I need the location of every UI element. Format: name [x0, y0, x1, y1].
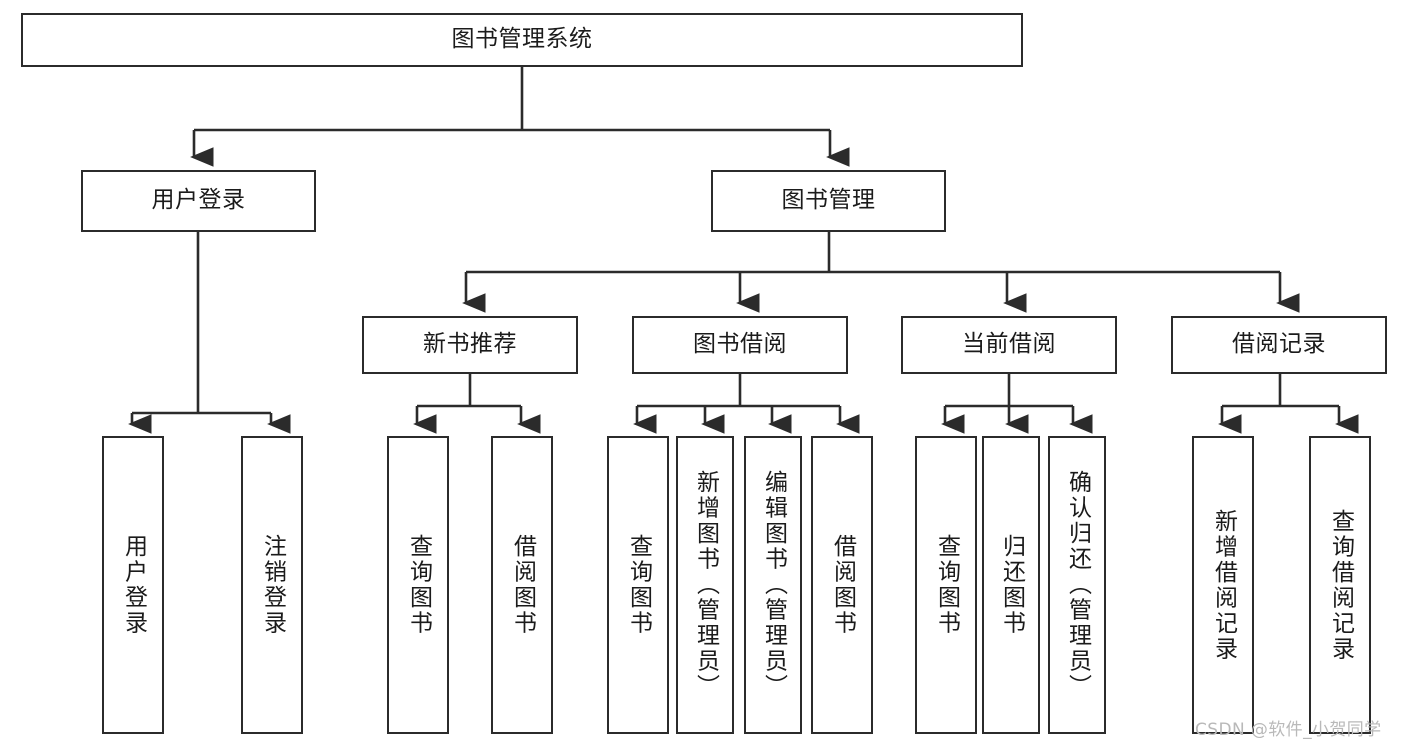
node-book-manage[interactable]: 图书管理 [711, 170, 946, 232]
leaf-borrow-book-1-label: 借阅图书 [509, 534, 536, 636]
leaf-edit-book[interactable]: 编辑图书（管理员） [744, 436, 802, 734]
leaf-add-book[interactable]: 新增图书（管理员） [676, 436, 734, 734]
node-root-label: 图书管理系统 [451, 26, 593, 53]
leaf-query-record[interactable]: 查询借阅记录 [1309, 436, 1371, 734]
leaf-query-book-1[interactable]: 查询图书 [387, 436, 449, 734]
node-root[interactable]: 图书管理系统 [21, 13, 1023, 67]
leaf-user-login-label: 用户登录 [120, 534, 147, 636]
node-current-borrow[interactable]: 当前借阅 [901, 316, 1117, 374]
leaf-query-book-2-label: 查询图书 [625, 534, 652, 636]
leaf-user-logout[interactable]: 注销登录 [241, 436, 303, 734]
leaf-user-logout-label: 注销登录 [259, 534, 286, 636]
node-book-borrow[interactable]: 图书借阅 [632, 316, 848, 374]
leaf-add-record-label: 新增借阅记录 [1210, 508, 1237, 662]
leaf-confirm-return-label: 确认归还（管理员） [1064, 470, 1091, 700]
node-book-manage-label: 图书管理 [781, 187, 876, 214]
leaf-add-book-label: 新增图书（管理员） [692, 470, 719, 700]
node-current-borrow-label: 当前借阅 [962, 331, 1056, 358]
leaf-borrow-book-1[interactable]: 借阅图书 [491, 436, 553, 734]
leaf-return-book[interactable]: 归还图书 [982, 436, 1040, 734]
leaf-query-book-1-label: 查询图书 [405, 534, 432, 636]
leaf-return-book-label: 归还图书 [998, 534, 1025, 636]
node-new-book-recommend-label: 新书推荐 [423, 331, 517, 358]
node-borrow-record[interactable]: 借阅记录 [1171, 316, 1387, 374]
leaf-add-record[interactable]: 新增借阅记录 [1192, 436, 1254, 734]
leaf-query-book-2[interactable]: 查询图书 [607, 436, 669, 734]
leaf-edit-book-label: 编辑图书（管理员） [760, 470, 787, 700]
csdn-watermark: CSDN @软件_小贺同学 [1195, 720, 1382, 740]
leaf-query-book-3[interactable]: 查询图书 [915, 436, 977, 734]
leaf-query-book-3-label: 查询图书 [933, 534, 960, 636]
leaf-user-login[interactable]: 用户登录 [102, 436, 164, 734]
leaf-borrow-book-2-label: 借阅图书 [829, 534, 856, 636]
node-borrow-record-label: 借阅记录 [1232, 331, 1326, 358]
node-new-book-recommend[interactable]: 新书推荐 [362, 316, 578, 374]
node-book-borrow-label: 图书借阅 [693, 331, 787, 358]
node-user-login[interactable]: 用户登录 [81, 170, 316, 232]
leaf-query-record-label: 查询借阅记录 [1327, 508, 1354, 662]
leaf-confirm-return[interactable]: 确认归还（管理员） [1048, 436, 1106, 734]
node-user-login-label: 用户登录 [151, 187, 246, 214]
leaf-borrow-book-2[interactable]: 借阅图书 [811, 436, 873, 734]
